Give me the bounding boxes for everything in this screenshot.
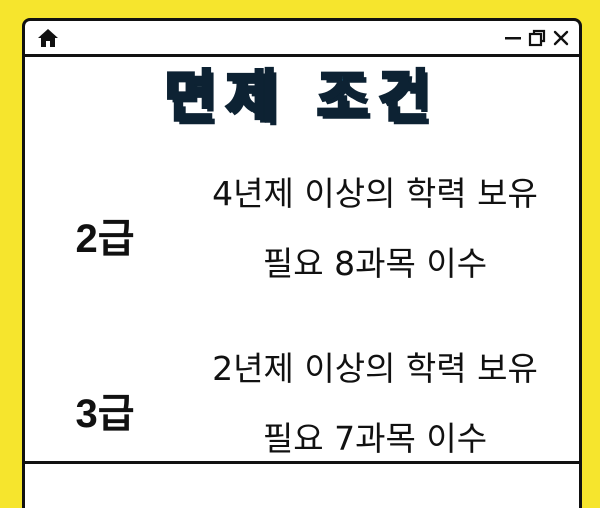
requirement-education: 4년제 이상의 학력 보유 [212,174,538,213]
restore-icon[interactable] [527,28,547,48]
home-icon[interactable] [37,28,59,48]
heading-container: 면제 조건 [25,63,579,133]
grade-label: 3급 [75,392,135,436]
bottom-divider [25,461,579,464]
page-title: 면제 조건 [163,64,440,132]
grade-2-block: 2급 4년제 이상의 학력 보유 필요 8과목 이수 [25,166,579,306]
title-bar [25,21,579,57]
grade-3-block: 3급 2년제 이상의 학력 보유 필요 7과목 이수 [25,341,579,481]
grade-label: 2급 [75,217,135,261]
close-icon[interactable] [551,28,571,48]
minimize-icon[interactable] [503,28,523,48]
window-controls [503,26,571,50]
requirement-courses: 필요 7과목 이수 [262,419,488,458]
requirement-education: 2년제 이상의 학력 보유 [212,349,538,388]
requirement-courses: 필요 8과목 이수 [262,244,488,283]
app-window: 면제 조건 2급 4년제 이상의 학력 보유 필요 8과목 이수 3급 2년제 … [22,18,582,508]
